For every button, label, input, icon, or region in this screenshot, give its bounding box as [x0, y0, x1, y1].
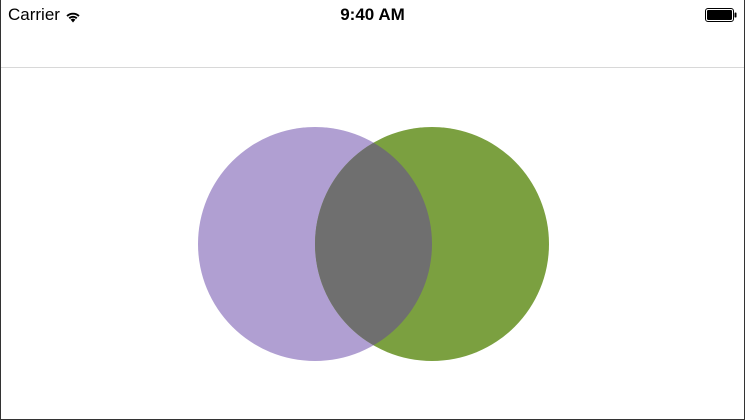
- status-time: 9:40 AM: [340, 5, 405, 24]
- wifi-icon: [65, 8, 81, 23]
- content-area: [1, 68, 744, 419]
- navigation-bar: [1, 30, 744, 68]
- status-bar: Carrier 9:40 AM: [1, 0, 744, 30]
- carrier-label: Carrier: [8, 5, 60, 24]
- venn-diagram: [198, 127, 549, 361]
- carrier-group: Carrier: [8, 5, 81, 25]
- battery-icon: [705, 8, 737, 22]
- overlap-region: [315, 127, 432, 361]
